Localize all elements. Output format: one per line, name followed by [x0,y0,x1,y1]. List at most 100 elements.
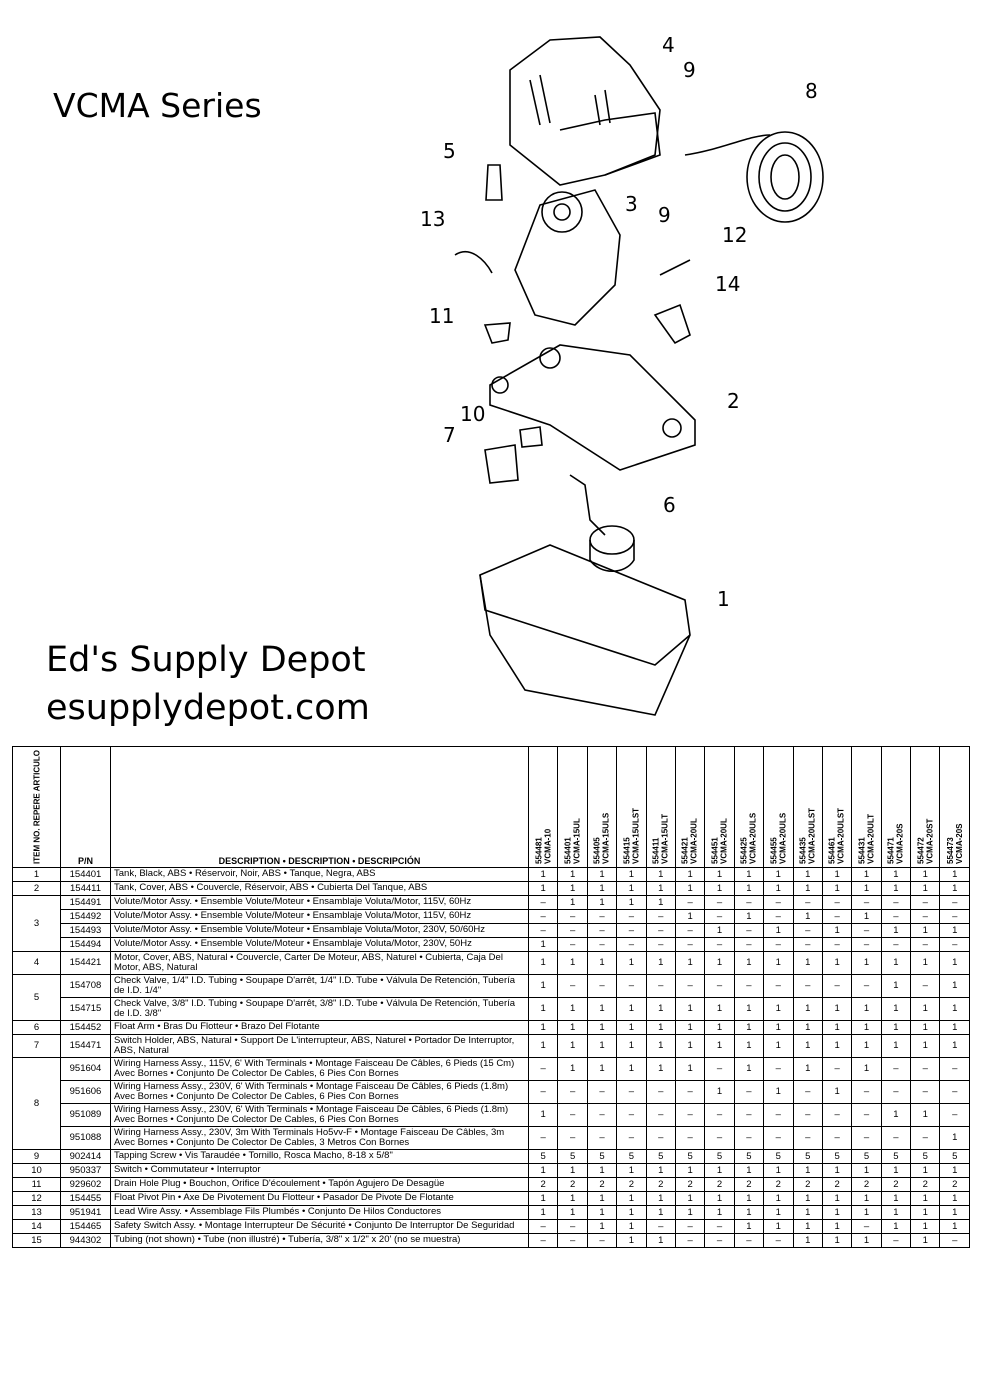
model-part-number: 554435 [798,837,808,864]
part-number-cell: 154715 [60,996,111,1021]
callout-label: 5 [443,139,456,163]
quantity-cell: 1 [880,1102,912,1127]
quantity-cell: – [763,936,794,952]
quantity-cell: – [645,973,676,998]
quantity-cell: – [586,922,618,938]
quantity-cell: 1 [851,996,882,1021]
part-number-cell: 951604 [60,1056,111,1081]
quantity-cell: 1 [851,866,882,882]
quantity-cell: 1 [880,996,912,1021]
quantity-cell: 2 [704,1176,735,1192]
part-number-cell: 929602 [60,1176,111,1192]
item-number-cell: 12 [12,1190,61,1206]
quantity-cell: – [674,1125,706,1150]
quantity-cell: 1 [616,950,647,975]
quantity-cell: – [939,1056,970,1081]
description-cell: Wiring Harness Assy., 230V, 3m With Term… [110,1125,529,1150]
quantity-cell: 1 [645,866,676,882]
part-number-cell: 951088 [60,1125,111,1150]
quantity-cell: 5 [910,1148,941,1164]
safety-switch-shape [653,303,691,345]
part-number-cell: 944302 [60,1232,111,1248]
quantity-cell: 5 [674,1148,706,1164]
quantity-cell: 1 [792,1190,823,1206]
quantity-cell: 1 [586,880,618,896]
item-number-cell: 8 [12,1056,61,1150]
model-name: VCMA-15ULST [631,807,641,864]
quantity-cell: 1 [616,880,647,896]
quantity-cell: 1 [792,866,823,882]
quantity-cell: – [939,1102,970,1127]
quantity-cell: 5 [733,1148,765,1164]
model-name: VCMA-20ULS [748,812,758,864]
quantity-cell: – [821,908,853,924]
quantity-cell: 1 [939,996,970,1021]
quantity-cell: – [527,894,559,910]
quantity-cell: – [792,1102,823,1127]
quantity-cell: 1 [939,1204,970,1220]
callout-label: 9 [658,203,671,227]
quantity-cell: 1 [586,866,618,882]
part-number-cell: 154493 [60,922,111,938]
quantity-cell: – [527,922,559,938]
quantity-cell: – [733,973,765,998]
quantity-cell: – [939,1079,970,1104]
quantity-cell: 1 [821,1204,853,1220]
quantity-cell: – [527,1125,559,1150]
quantity-cell: – [704,1232,735,1248]
quantity-cell: 1 [910,1102,941,1127]
quantity-cell: 1 [939,1033,970,1058]
quantity-cell: 1 [763,950,794,975]
quantity-cell: 1 [527,996,559,1021]
description-cell: Motor, Cover, ABS, Natural • Couvercle, … [110,950,529,975]
quantity-cell: – [851,973,882,998]
quantity-cell: 1 [763,922,794,938]
quantity-cell: 1 [763,880,794,896]
quantity-cell: – [704,894,735,910]
quantity-cell: 1 [763,996,794,1021]
quantity-cell: 1 [557,950,588,975]
quantity-cell: 5 [557,1148,588,1164]
quantity-cell: 2 [792,1176,823,1192]
quantity-cell: – [733,1125,765,1150]
quantity-cell: 1 [674,1162,706,1178]
quantity-cell: – [792,936,823,952]
quantity-cell: – [910,1056,941,1081]
quantity-cell: 2 [880,1176,912,1192]
float-shape [589,525,635,555]
quantity-cell: – [674,936,706,952]
quantity-cell: 1 [910,1218,941,1234]
quantity-cell: – [733,894,765,910]
quantity-cell: 2 [616,1176,647,1192]
quantity-cell: 1 [733,950,765,975]
part-number-cell: 951606 [60,1079,111,1104]
quantity-cell: 1 [733,1056,765,1081]
item-number-cell: 10 [12,1162,61,1178]
quantity-cell: 2 [939,1176,970,1192]
quantity-cell: 1 [880,1204,912,1220]
quantity-cell: 1 [763,1033,794,1058]
quantity-cell: 5 [704,1148,735,1164]
quantity-cell: – [704,908,735,924]
tank-shape [479,544,691,716]
quantity-cell: 1 [527,1033,559,1058]
model-name: VCMA-20UL [690,818,700,864]
drain-plug-shape [483,322,511,344]
quantity-cell: – [586,1232,618,1248]
quantity-cell: – [733,936,765,952]
item-number-cell: 13 [12,1204,61,1220]
quantity-cell: 1 [704,950,735,975]
callout-label: 8 [805,79,818,103]
